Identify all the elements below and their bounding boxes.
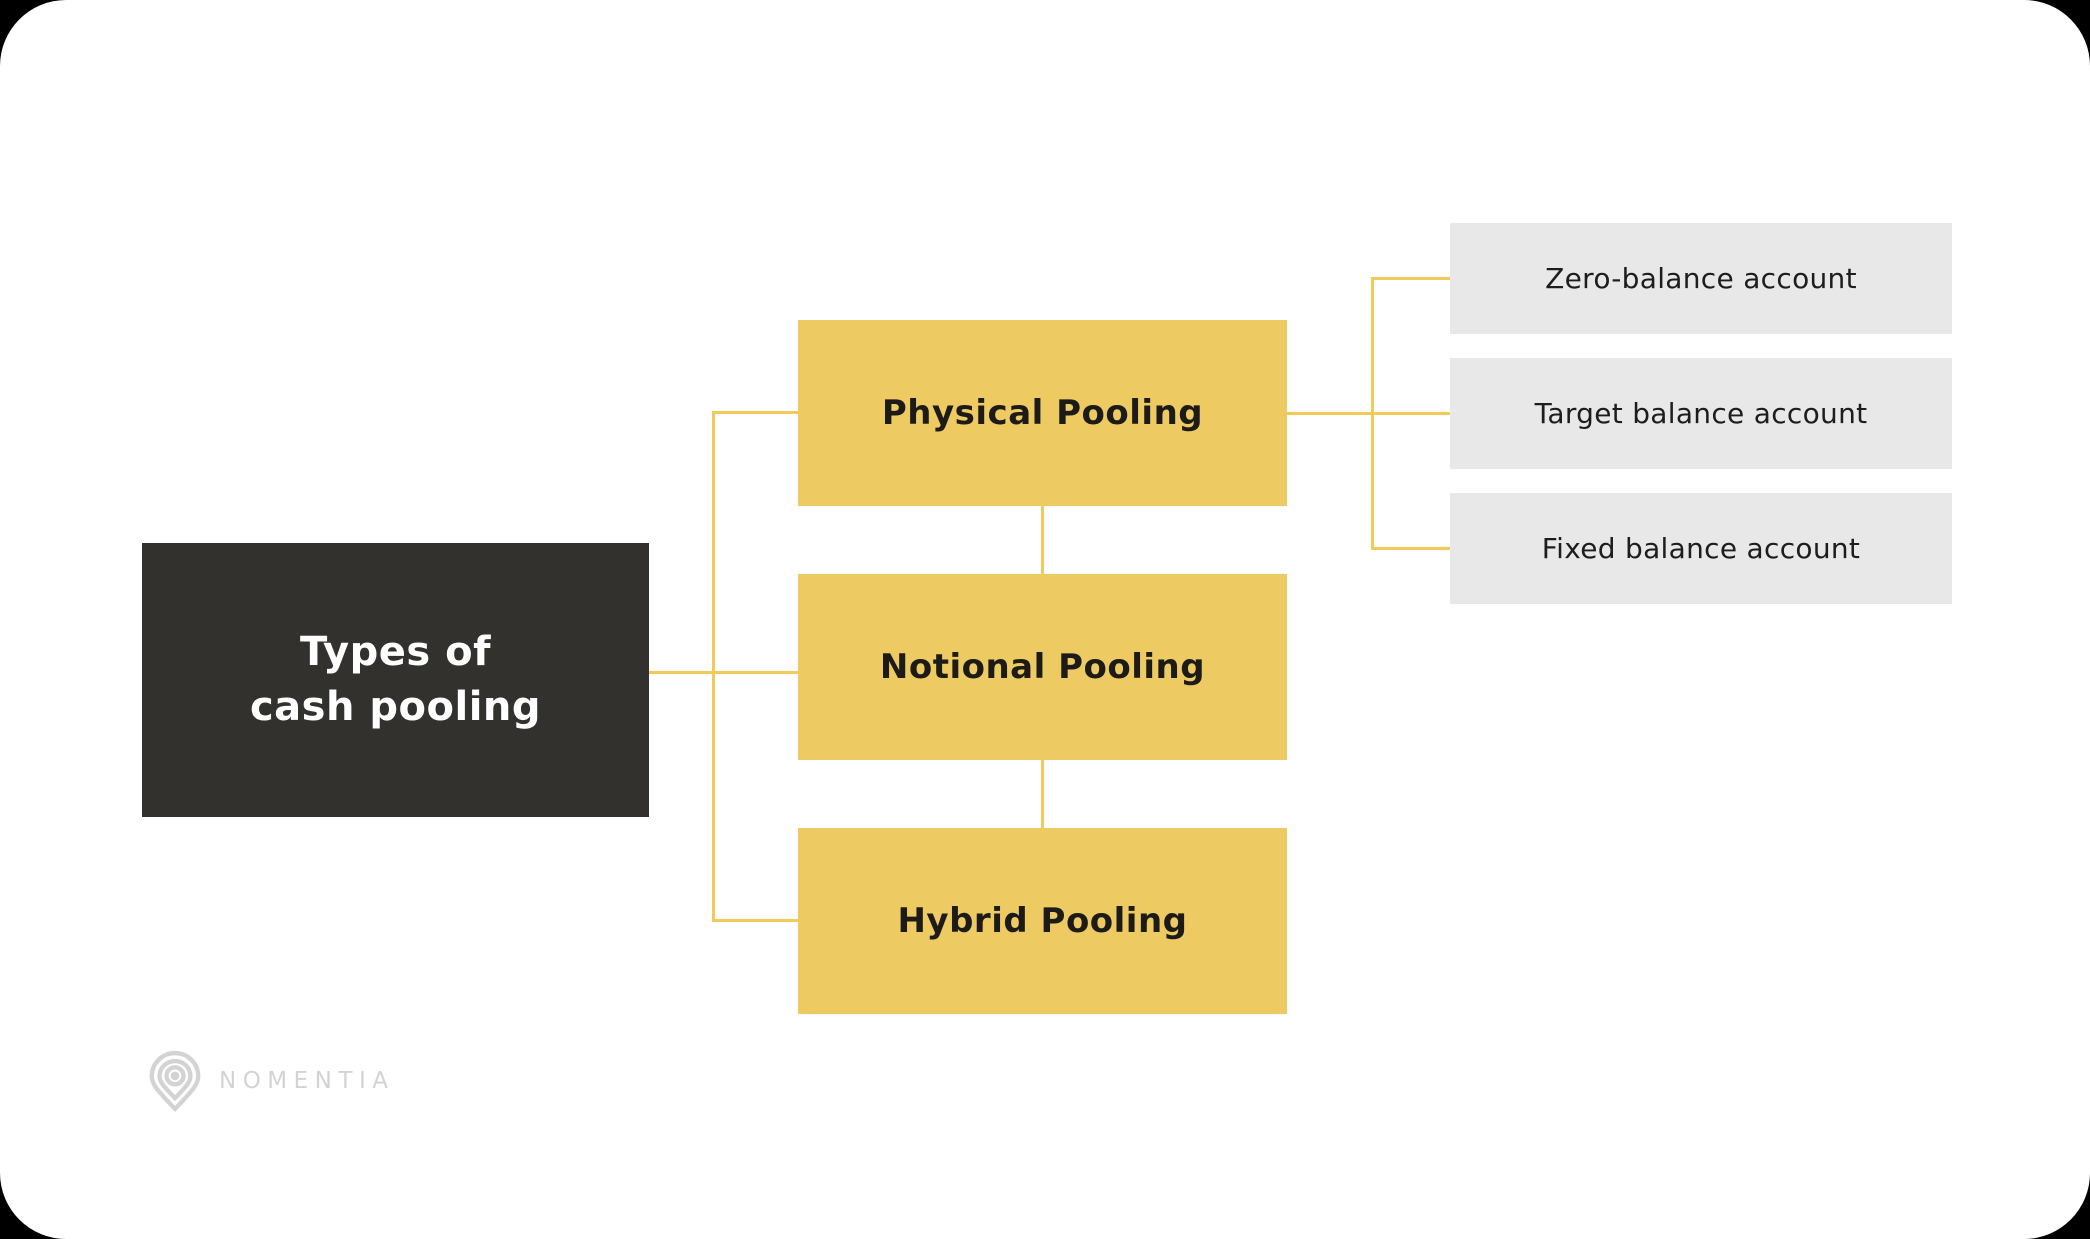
node-physical-pooling: Physical Pooling (798, 320, 1287, 506)
connector-trunk-to-hybrid (712, 919, 798, 922)
node-label: Fixed balance account (1541, 532, 1861, 565)
node-label: Physical Pooling (881, 393, 1204, 433)
node-label: Zero-balance account (1545, 262, 1857, 295)
node-notional-pooling: Notional Pooling (798, 574, 1287, 760)
connector-physical-to-target (1287, 412, 1450, 415)
node-label: Target balance account (1534, 397, 1868, 430)
connector-trunk-to-fixed (1371, 547, 1450, 550)
node-target-balance-account: Target balance account (1450, 358, 1952, 469)
logo-wordmark: NOMENTIA (219, 1068, 395, 1094)
node-hybrid-pooling: Hybrid Pooling (798, 828, 1287, 1014)
nomentia-brand: NOMENTIA (149, 1046, 394, 1116)
node-label: Hybrid Pooling (897, 901, 1188, 941)
connector-physical-to-notional (1041, 506, 1044, 574)
root-node-types-of-cash-pooling: Types of cash pooling (142, 543, 649, 817)
connector-right-trunk (1371, 277, 1374, 550)
connector-trunk-to-zero (1371, 277, 1450, 280)
connector-root-to-notional (649, 671, 798, 674)
node-label: Notional Pooling (879, 647, 1206, 687)
connector-left-trunk (712, 411, 715, 922)
node-fixed-balance-account: Fixed balance account (1450, 493, 1952, 604)
map-pin-logo-icon (149, 1050, 201, 1113)
connector-notional-to-hybrid (1041, 760, 1044, 828)
connector-trunk-to-physical (712, 411, 798, 414)
root-label-line1: Types of (299, 628, 491, 675)
root-label-line2: cash pooling (249, 684, 542, 730)
node-zero-balance-account: Zero-balance account (1450, 223, 1952, 334)
root-node-label: Types of cash pooling (250, 625, 541, 735)
